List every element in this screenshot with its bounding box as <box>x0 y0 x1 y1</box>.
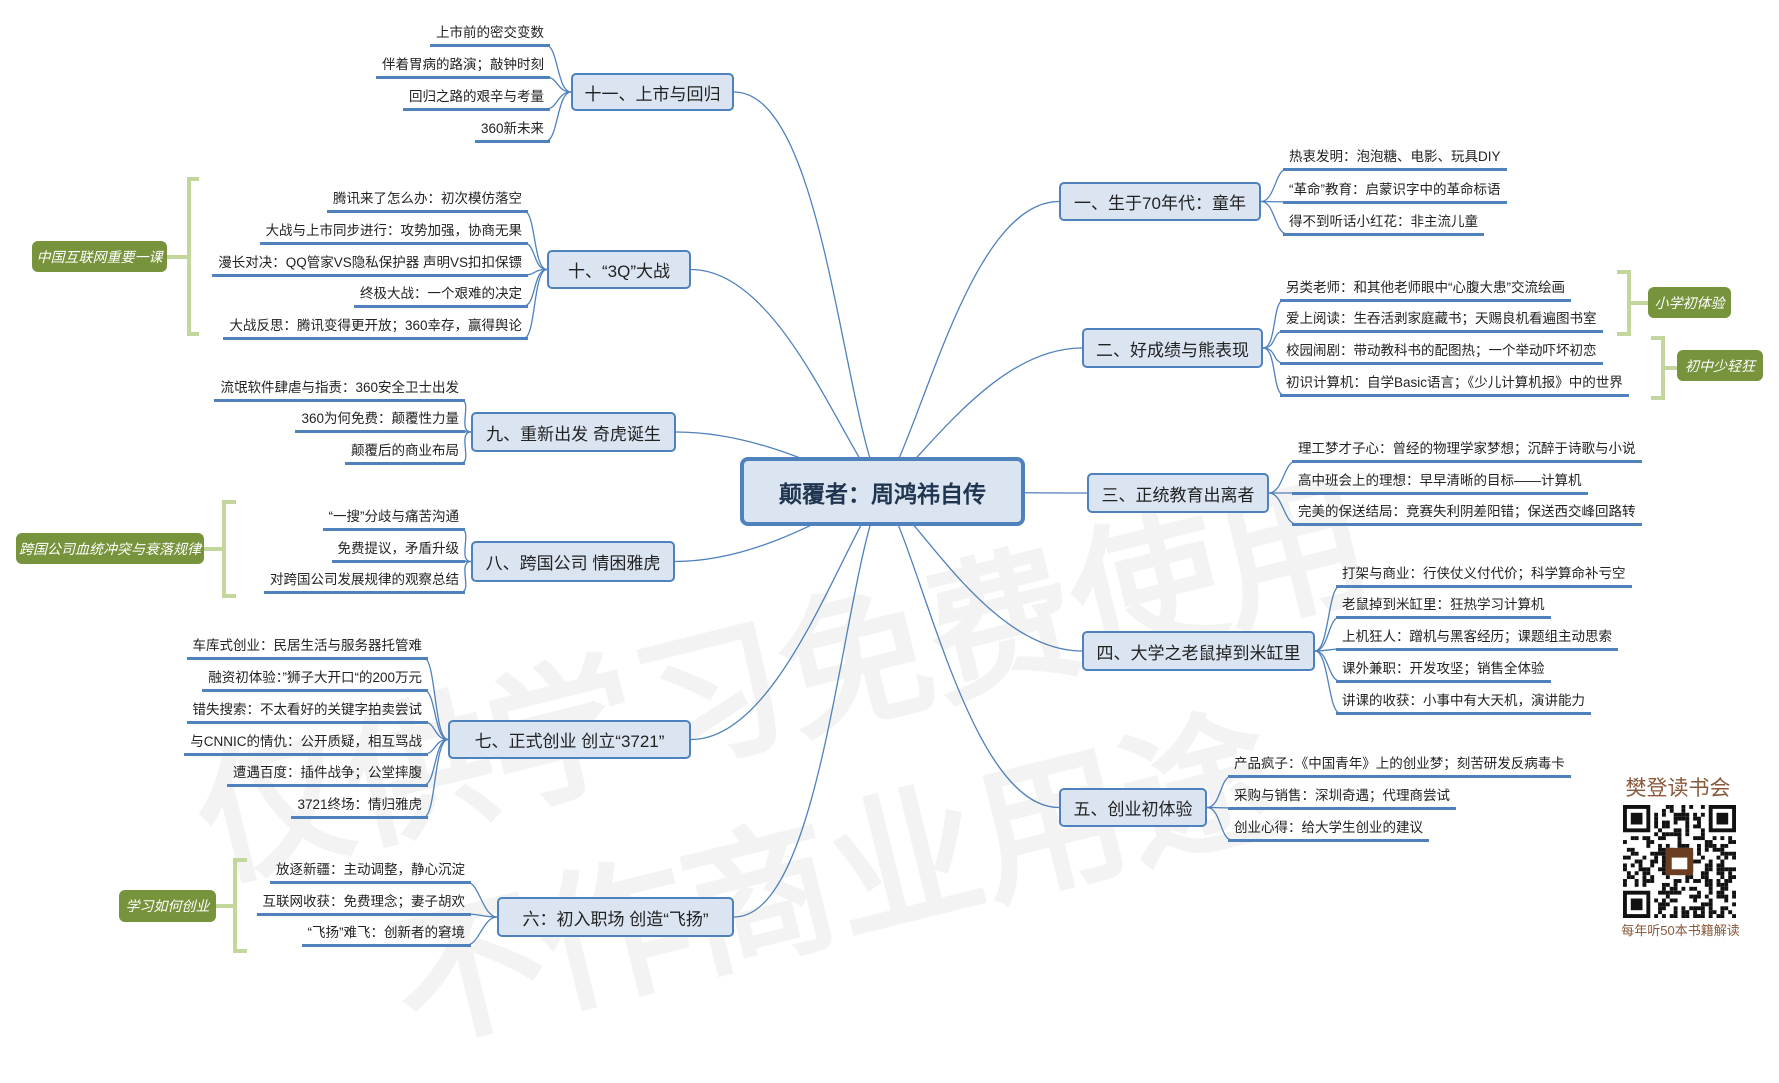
subtopic[interactable]: 融资初体验：”狮子大开口“的200万元 <box>202 668 428 692</box>
subtopic[interactable]: 伴着胃病的路演；敲钟时刻 <box>376 55 550 79</box>
summary-label[interactable]: 中国互联网重要一课 <box>32 241 167 272</box>
subtopic[interactable]: 车库式创业：民居生活与服务器托管难 <box>186 636 428 660</box>
connector <box>1314 650 1341 714</box>
connector <box>733 91 883 492</box>
subtopic[interactable]: “一搜”分歧与痛苦沟通 <box>322 507 465 531</box>
summary-bracket <box>1651 336 1665 400</box>
summary-label[interactable]: 小学初体验 <box>1648 287 1731 318</box>
summary-label[interactable]: 初中少轻狂 <box>1677 350 1763 381</box>
subtopic[interactable]: “革命”教育：启蒙识字中的革命标语 <box>1283 180 1507 204</box>
subtopic[interactable]: 校园闹剧：带动教科书的配图热；一个举动吓坏初恋 <box>1280 341 1603 365</box>
subtopic[interactable]: 课外兼职：开发攻坚；销售全体验 <box>1336 659 1551 683</box>
brand-caption: 每年听50本书籍解读 <box>1621 923 1740 938</box>
connector <box>881 200 1060 492</box>
connector <box>466 916 498 946</box>
subtopic[interactable]: 得不到听话小红花：非主流儿童 <box>1283 212 1484 236</box>
central-topic[interactable]: 颠覆者：周鸿祎自传 <box>740 457 1025 526</box>
summary-connector <box>1631 301 1648 305</box>
subtopic[interactable]: 错失搜索：不太看好的关键字拍卖尝试 <box>186 700 428 724</box>
subtopic[interactable]: 采购与销售：深圳奇遇；代理商尝试 <box>1228 786 1456 810</box>
summary-connector <box>1665 366 1677 370</box>
topic-b1[interactable]: 一、生于70年代：童年 <box>1059 182 1261 221</box>
subtopic[interactable]: 爱上阅读：生吞活剥家庭藏书；天赐良机看遍图书室 <box>1280 309 1603 333</box>
connector <box>423 738 449 818</box>
summary-bracket <box>222 500 236 598</box>
topic-b6[interactable]: 六：初入职场 创造“飞扬” <box>497 897 734 937</box>
summary-label[interactable]: 学习如何创业 <box>119 890 216 922</box>
subtopic[interactable]: 与CNNIC的情仇：公开质疑，相互骂战 <box>184 732 428 756</box>
subtopic[interactable]: 免费提议，矛盾升级 <box>331 539 465 563</box>
topic-b11[interactable]: 十一、上市与回归 <box>571 73 734 111</box>
subtopic[interactable]: 终极大战：一个艰难的决定 <box>354 284 528 308</box>
summary-label[interactable]: 跨国公司血统冲突与衰落规律 <box>16 533 204 564</box>
subtopic[interactable]: 腾讯来了怎么办：初次模仿落空 <box>327 189 528 213</box>
subtopic[interactable]: 上市前的密交变数 <box>430 23 550 47</box>
summary-bracket <box>233 858 247 953</box>
subtopic[interactable]: 老鼠掉到米缸里：狂热学习计算机 <box>1336 595 1551 619</box>
subtopic[interactable]: 完美的保送结局：竞赛失利阴差阳错；保送西交峰回路转 <box>1292 502 1642 526</box>
topic-b8[interactable]: 八、跨国公司 情困雅虎 <box>471 541 675 582</box>
subtopic[interactable]: 互联网收获：免费理念；妻子胡欢 <box>256 892 471 916</box>
summary-connector <box>204 547 222 551</box>
subtopic[interactable]: 高中班会上的理想：早早清晰的目标——计算机 <box>1292 471 1588 495</box>
connector <box>466 881 498 918</box>
subtopic[interactable]: 热衷发明：泡泡糖、电影、玩具DIY <box>1283 147 1507 171</box>
topic-b9[interactable]: 九、重新出发 奇虎诞生 <box>471 412 676 452</box>
summary-bracket <box>187 177 199 336</box>
topic-b3[interactable]: 三、正统教育出离者 <box>1087 473 1269 513</box>
subtopic[interactable]: 初识计算机：自学Basic语言；《少儿计算机报》中的世界 <box>1280 373 1629 397</box>
connector <box>1262 347 1285 396</box>
subtopic[interactable]: 理工梦才子心：曾经的物理学家梦想；沉醉于诗歌与小说 <box>1292 439 1642 463</box>
subtopic[interactable]: 另类老师：和其他老师眼中“心腹大患”交流绘画 <box>1280 278 1571 302</box>
topic-b5[interactable]: 五、创业初体验 <box>1059 788 1207 827</box>
subtopic[interactable]: 放逐新疆：主动调整，静心沉淀 <box>270 860 471 884</box>
brand-title: 樊登读书会 <box>1625 777 1731 800</box>
connector <box>881 490 1060 809</box>
topic-b10[interactable]: 十、“3Q”大战 <box>547 250 691 289</box>
subtopic[interactable]: “飞扬”难飞：创新者的窘境 <box>301 923 471 947</box>
subtopic[interactable]: 颠覆后的商业布局 <box>345 441 465 465</box>
subtopic[interactable]: 大战反思：腾讯变得更开放；360幸存，赢得舆论 <box>223 316 528 340</box>
connector <box>545 91 572 142</box>
subtopic[interactable]: 360新未来 <box>474 119 550 143</box>
subtopic[interactable]: 打架与商业：行侠仗义付代价；科学算命补亏空 <box>1336 564 1632 588</box>
connector <box>523 268 548 339</box>
summary-connector <box>167 254 187 259</box>
subtopic[interactable]: 漫长对决：QQ管家VS隐私保护器 声明VS扣扣保镖 <box>212 253 528 277</box>
subtopic[interactable]: 产品疯子：《中国青年》上的创业梦；刻苦研发反病毒卡 <box>1228 754 1571 778</box>
subtopic[interactable]: 大战与上市同步进行：攻势加强，协商无果 <box>259 221 528 245</box>
connector <box>423 657 449 741</box>
subtopic[interactable]: 讲课的收获：小事中有大天机，演讲能力 <box>1336 691 1591 715</box>
connector <box>690 490 883 741</box>
qr-code-icon <box>1623 805 1736 918</box>
subtopic[interactable]: 360为何免费：颠覆性力量 <box>295 409 465 433</box>
topic-b7[interactable]: 七、正式创业 创立“3721” <box>448 720 691 759</box>
summary-connector <box>216 903 233 908</box>
subtopic[interactable]: 3721终场：情归雅虎 <box>291 795 428 819</box>
topic-b4[interactable]: 四、大学之老鼠掉到米缸里 <box>1082 631 1315 671</box>
summary-bracket <box>1617 270 1631 336</box>
topic-b2[interactable]: 二、好成绩与熊表现 <box>1082 328 1263 368</box>
connector <box>733 490 883 918</box>
subtopic[interactable]: 遭遇百度：插件战争；公堂摔腹 <box>227 763 428 787</box>
subtopic[interactable]: 流氓软件肆虐与指责：360安全卫士出发 <box>214 378 465 402</box>
subtopic[interactable]: 创业心得：给大学生创业的建议 <box>1228 818 1429 842</box>
subtopic[interactable]: 回归之路的艰辛与考量 <box>403 87 550 111</box>
subtopic[interactable]: 对跨国公司发展规律的观察总结 <box>264 570 465 594</box>
subtopic[interactable]: 上机狂人：蹭机与黑客经历；课题组主动思索 <box>1336 627 1618 651</box>
